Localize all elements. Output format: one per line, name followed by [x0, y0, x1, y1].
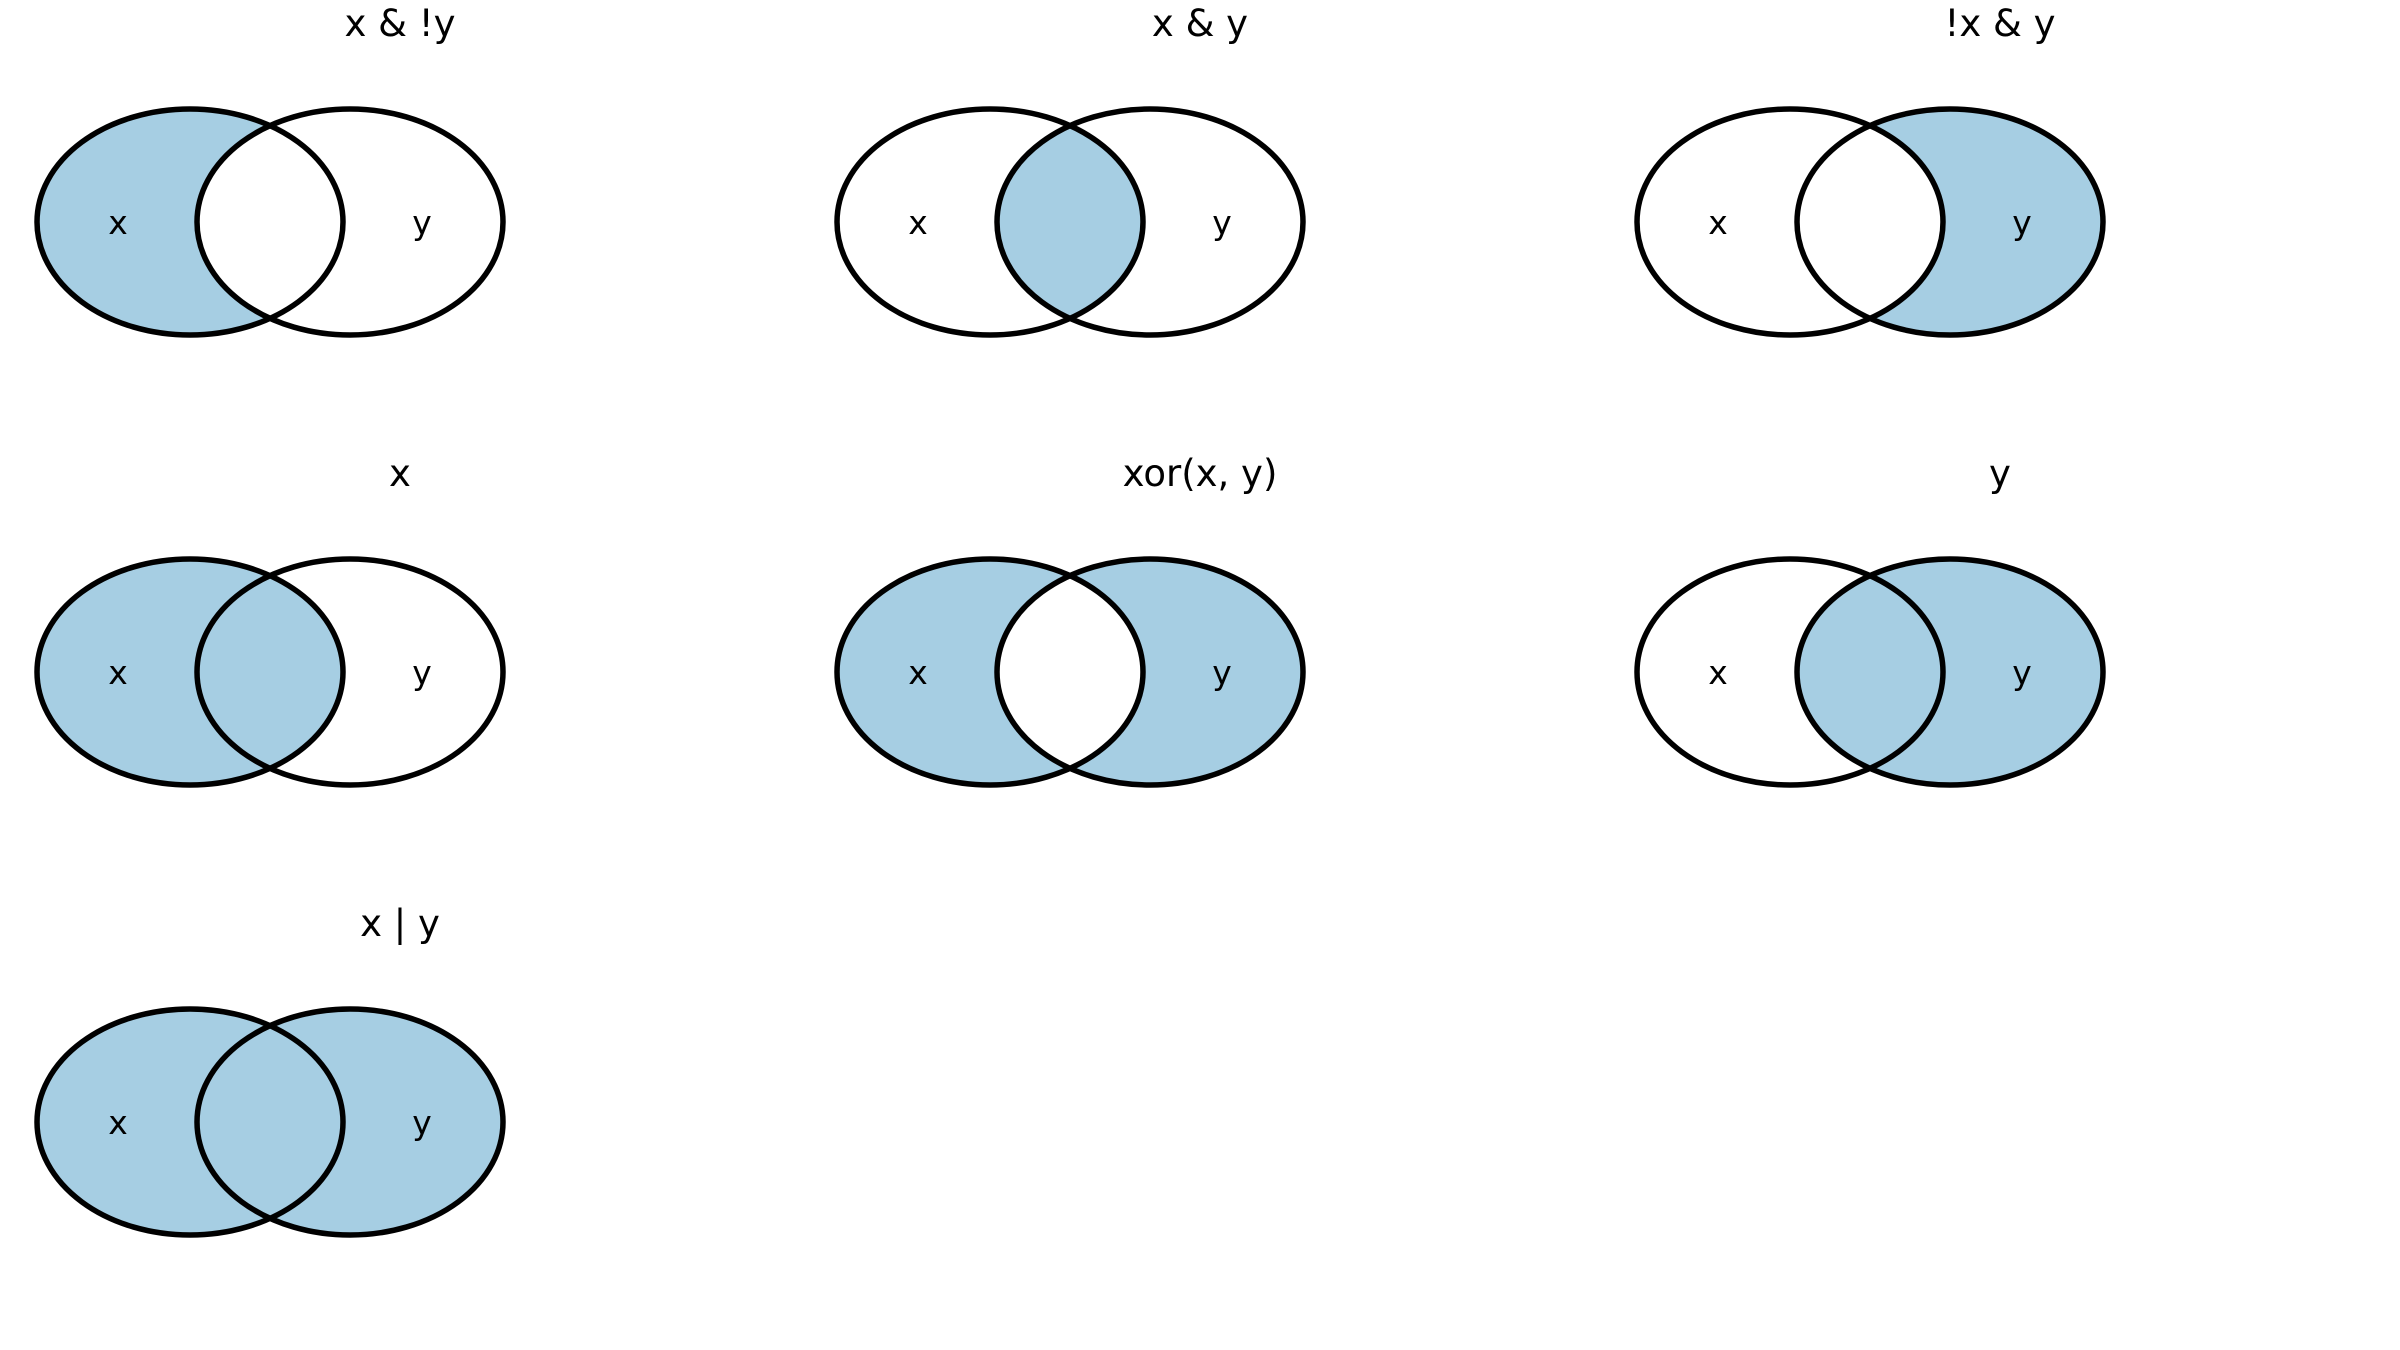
set-label-x: x — [1708, 653, 1728, 692]
set-label-y: y — [412, 653, 432, 692]
ellipse-y-outline — [1794, 106, 2106, 338]
ellipse-x-outline — [834, 556, 1146, 788]
set-label-x: x — [908, 653, 928, 692]
panel-title: !x & y — [1944, 2, 2056, 45]
ellipse-x-outline — [1634, 556, 1946, 788]
ellipse-x-outline — [34, 556, 346, 788]
panel-title: y — [1989, 452, 2011, 495]
ellipse-y-outline — [994, 106, 1306, 338]
set-label-y: y — [2012, 653, 2032, 692]
ellipse-y-outline — [1794, 556, 2106, 788]
set-label-y: y — [1212, 653, 1232, 692]
ellipse-x-outline — [1634, 106, 1946, 338]
panel-title: x & y — [1151, 2, 1249, 45]
panel-title: x | y — [360, 902, 440, 945]
set-label-y: y — [1212, 203, 1232, 242]
empty-grid-cell — [800, 900, 1600, 1350]
ellipse-y-outline — [194, 106, 506, 338]
set-label-y: y — [412, 203, 432, 242]
set-label-y: y — [2012, 203, 2032, 242]
ellipse-x-outline — [34, 1006, 346, 1238]
set-label-x: x — [1708, 203, 1728, 242]
ellipse-x-outline — [834, 106, 1146, 338]
ellipse-y-outline — [194, 556, 506, 788]
panel-title: x — [389, 452, 411, 495]
ellipse-y-outline — [994, 556, 1306, 788]
empty-grid-cell — [1600, 900, 2400, 1350]
set-label-x: x — [108, 203, 128, 242]
ellipse-y-outline — [194, 1006, 506, 1238]
set-label-y: y — [412, 1103, 432, 1142]
ellipse-x-outline — [34, 106, 346, 338]
set-label-x: x — [108, 653, 128, 692]
set-label-x: x — [908, 203, 928, 242]
panel-title: x & !y — [344, 2, 456, 45]
panel-title: xor(x, y) — [1122, 452, 1278, 495]
set-label-x: x — [108, 1103, 128, 1142]
